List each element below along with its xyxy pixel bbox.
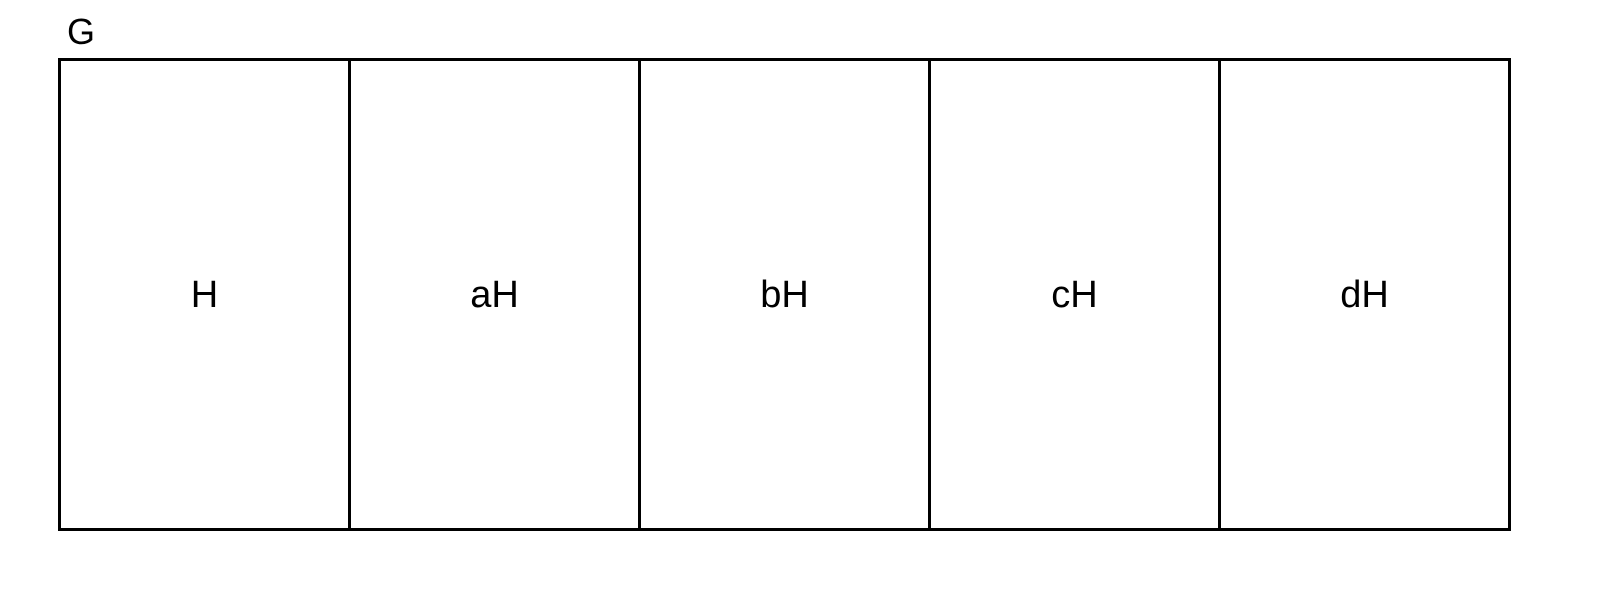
coset-cell-4: cH bbox=[931, 61, 1221, 528]
coset-label: cH bbox=[1051, 273, 1098, 316]
coset-cell-3: bH bbox=[641, 61, 931, 528]
coset-cell-2: aH bbox=[351, 61, 641, 528]
group-label: G bbox=[67, 11, 96, 52]
coset-label: H bbox=[190, 273, 219, 316]
coset-cell-1: H bbox=[61, 61, 351, 528]
coset-partition-box: H aH bH cH dH bbox=[58, 58, 1511, 531]
coset-label: aH bbox=[470, 273, 519, 316]
coset-cell-5: dH bbox=[1221, 61, 1508, 528]
coset-label: dH bbox=[1340, 273, 1389, 316]
coset-label: bH bbox=[760, 273, 809, 316]
